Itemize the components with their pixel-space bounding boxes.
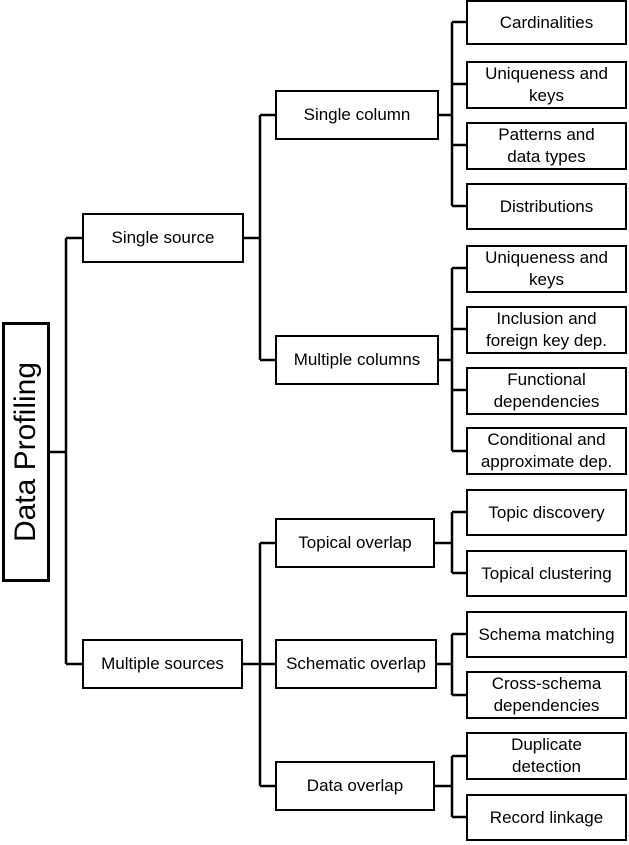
leaf-inclusion-and-foreign-key: Inclusion and foreign key dep. [466, 306, 627, 354]
node-multiple-sources: Multiple sources [82, 639, 243, 689]
leaf-record-linkage: Record linkage [466, 794, 627, 841]
leaf-conditional-approximate: Conditional and approximate dep. [466, 427, 627, 475]
node-topical-overlap: Topical overlap [275, 518, 435, 568]
leaf-cross-schema-dependencies: Cross-schema dependencies [466, 671, 627, 719]
root-label: Data Profiling [9, 361, 42, 543]
leaf-uniqueness-and-keys: Uniqueness and keys [466, 61, 627, 109]
leaf-topic-discovery: Topic discovery [466, 489, 627, 536]
node-schematic-overlap: Schematic overlap [275, 639, 437, 689]
leaf-topical-clustering: Topical clustering [466, 550, 627, 597]
node-single-source: Single source [82, 213, 244, 263]
node-data-overlap: Data overlap [275, 761, 435, 811]
node-multiple-columns: Multiple columns [275, 335, 439, 385]
leaf-functional-dependencies: Functional dependencies [466, 367, 627, 415]
leaf-cardinalities: Cardinalities [466, 0, 627, 45]
leaf-distributions: Distributions [466, 183, 627, 230]
leaf-patterns-and-data-types: Patterns and data types [466, 122, 627, 170]
data-profiling-root: Data Profiling [2, 322, 50, 582]
leaf-duplicate-detection: Duplicate detection [466, 732, 627, 780]
node-single-column: Single column [275, 90, 439, 140]
leaf-uniqueness-and-keys-multi: Uniqueness and keys [466, 245, 627, 293]
leaf-schema-matching: Schema matching [466, 611, 627, 658]
